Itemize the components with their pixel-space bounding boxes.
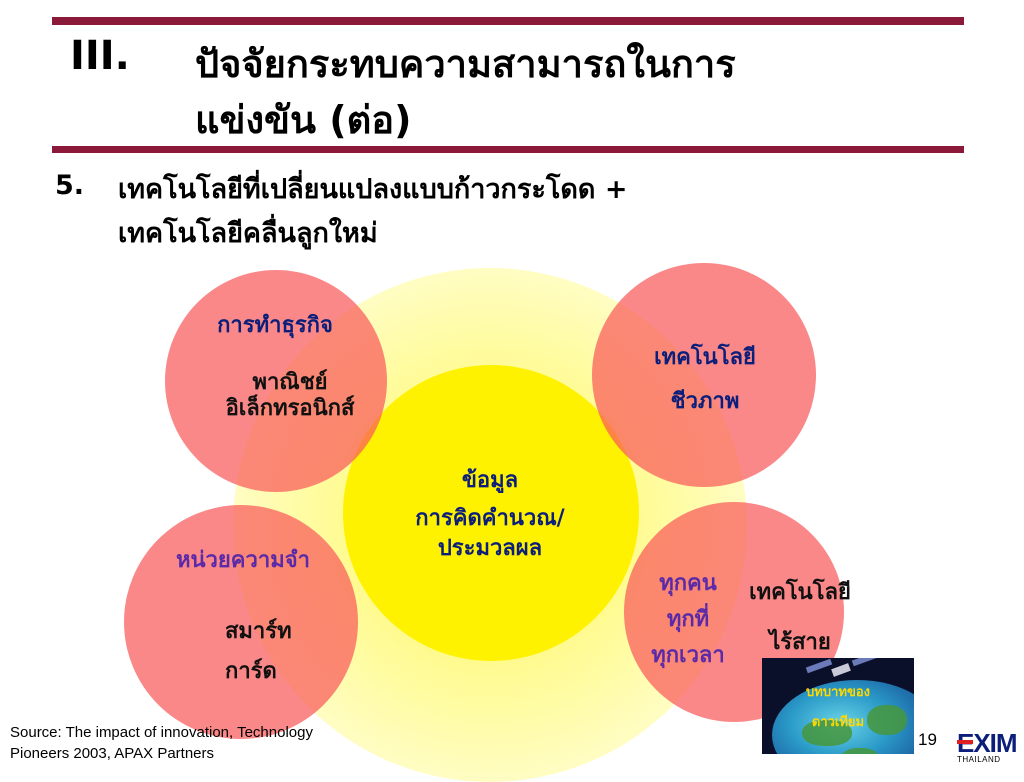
smartcard-label: สมาร์ท การ์ด <box>225 612 335 692</box>
source-line-2: Pioneers 2003, APAX Partners <box>10 745 215 762</box>
anytime-label-line-1: ทุกคน <box>659 571 717 596</box>
satellite-image: บทบาทของ ดาวเทียม <box>762 658 914 754</box>
logo-subtext: THAILAND <box>957 755 1001 764</box>
page-number: 19 <box>918 730 937 749</box>
wireless-label-line-2: ไร้สาย <box>769 630 831 655</box>
header-top-rule <box>52 17 964 25</box>
anytime-label: ทุกคน ทุกที่ ทุกเวลา <box>628 566 748 674</box>
point-line-2: เทคโนโลยีคลื่นลูกใหม่ <box>118 218 378 249</box>
center-label: ข้อมูล การคิดคำนวณ/ ประมวลผล <box>370 462 610 568</box>
smartcard-label-line-1: สมาร์ท <box>225 619 292 644</box>
ecommerce-label-line-1: พาณิชย์ <box>252 370 328 395</box>
satellite-panel-left <box>805 658 833 674</box>
biotech-label-line-2: ชีวภาพ <box>670 389 740 414</box>
satellite-caption-line-2: ดาวเทียม <box>811 715 865 730</box>
anytime-label-line-3: ทุกเวลา <box>651 643 725 668</box>
source-line-1: Source: The impact of innovation, Techno… <box>10 724 313 741</box>
point-text: เทคโนโลยีที่เปลี่ยนแปลงแบบก้าวกระโดด + เ… <box>118 168 818 256</box>
wireless-label-line-1: เทคโนโลยี <box>749 580 851 605</box>
ecommerce-label-line-2: อิเล็กทรอนิกส์ <box>225 396 355 422</box>
section-number: III. <box>70 33 130 79</box>
smartcard-heading: หน่วยความจำ <box>176 548 310 573</box>
diagram-core-circle <box>343 365 639 661</box>
point-number: 5. <box>55 170 85 201</box>
exim-logo: EXIM THAILAND <box>957 730 1021 764</box>
anytime-label-line-2: ทุกที่ <box>666 607 710 632</box>
smartcard-label-line-2: การ์ด <box>225 659 277 684</box>
slide-title: ปัจจัยกระทบความสามารถในการ แข่งขัน (ต่อ) <box>195 36 915 148</box>
biotech-label-line-1: เทคโนโลยี <box>654 345 756 370</box>
bubble-biotech <box>592 263 816 487</box>
ecommerce-heading: การทำธุรกิจ <box>217 313 333 338</box>
source-citation: Source: The impact of innovation, Techno… <box>10 722 370 764</box>
satellite-caption-line-1: บทบาทของ <box>806 685 870 700</box>
wireless-label: เทคโนโลยี ไร้สาย <box>730 568 870 668</box>
satellite-panel-right <box>851 658 879 667</box>
bubble-smartcard <box>124 505 358 739</box>
satellite-icon <box>831 663 851 677</box>
logo-stripe <box>957 740 973 744</box>
slide-title-line-1: ปัจจัยกระทบความสามารถในการ <box>195 42 736 86</box>
header-bottom-rule <box>52 146 964 153</box>
slide-title-line-2: แข่งขัน (ต่อ) <box>195 98 412 142</box>
center-label-line-2: การคิดคำนวณ/ <box>415 506 565 531</box>
point-line-1: เทคโนโลยีที่เปลี่ยนแปลงแบบก้าวกระโดด + <box>118 174 628 205</box>
ecommerce-label: พาณิชย์ อิเล็กทรอนิกส์ <box>170 370 410 423</box>
biotech-label: เทคโนโลยี ชีวภาพ <box>610 336 800 424</box>
bubble-ecommerce <box>165 270 387 492</box>
center-label-line-1: ข้อมูล <box>461 468 519 493</box>
center-label-line-3: ประมวลผล <box>437 536 543 561</box>
